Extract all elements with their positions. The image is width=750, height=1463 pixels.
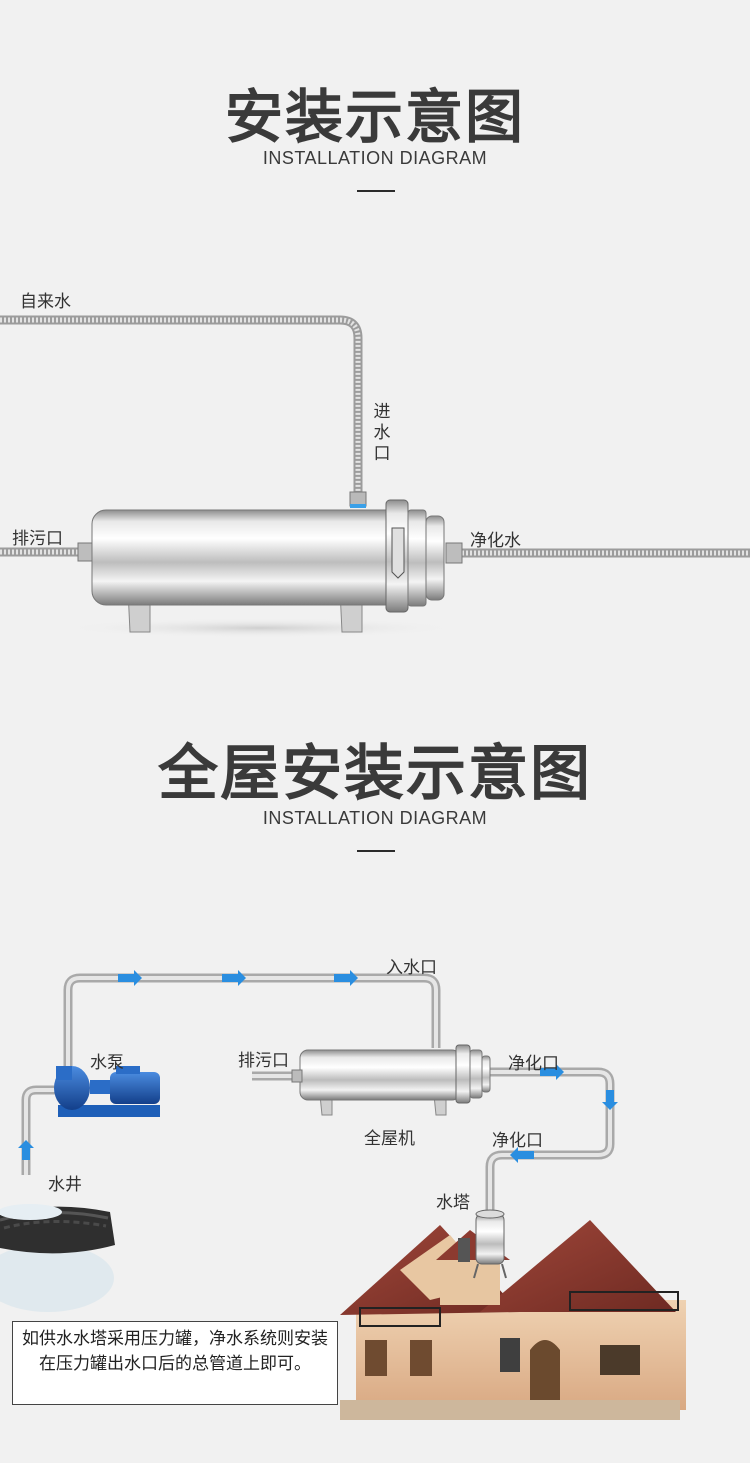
flow-arrows xyxy=(18,970,618,1163)
inlet-label: 进水口 xyxy=(373,402,391,464)
installation-note: 如供水水塔采用压力罐，净水系统则安装在压力罐出水口后的总管道上即可。 xyxy=(12,1321,338,1405)
section-title: 全屋安装示意图 xyxy=(158,739,592,809)
drain-label: 排污口 xyxy=(12,529,63,549)
flow-arrow xyxy=(222,970,246,986)
well xyxy=(0,1204,115,1312)
water-tower xyxy=(473,1209,507,1279)
section-subtitle: INSTALLATION DIAGRAM xyxy=(262,808,488,828)
filter-tank xyxy=(91,509,403,606)
inlet-label: 入水口 xyxy=(386,958,437,978)
purified-water-label: 净化水 xyxy=(470,531,521,551)
section-subtitle: INSTALLATION DIAGRAM xyxy=(262,148,488,168)
well-label: 水井 xyxy=(48,1175,82,1195)
filter-installation-diagram xyxy=(0,315,750,638)
flow-arrow xyxy=(510,1147,534,1163)
flow-arrow xyxy=(540,1064,564,1080)
machine-label: 全屋机 xyxy=(364,1129,415,1149)
flow-arrow xyxy=(118,970,142,986)
outlet-label: 净化口 xyxy=(508,1054,559,1074)
water-pump xyxy=(54,1066,160,1117)
outlet-label-2: 净化口 xyxy=(492,1131,543,1151)
whole-house-section: 全屋安装示意图 INSTALLATION DIAGRAM xyxy=(0,700,750,1463)
flow-arrow xyxy=(334,970,358,986)
drain-label: 排污口 xyxy=(238,1051,289,1071)
whole-house-diagram xyxy=(0,970,686,1420)
installation-section: 安装示意图 INSTALLATION DIAGRAM xyxy=(0,0,750,700)
pump-label: 水泵 xyxy=(90,1053,124,1073)
whole-house-filter xyxy=(291,1044,491,1116)
flow-arrow xyxy=(602,1090,618,1110)
title-divider xyxy=(357,190,395,192)
flow-arrow xyxy=(18,1140,34,1160)
water-tower-label: 水塔 xyxy=(436,1193,470,1213)
title-divider xyxy=(357,850,395,852)
inlet-hose xyxy=(0,315,363,500)
tap-water-label: 自来水 xyxy=(20,292,71,312)
section-title: 安装示意图 xyxy=(224,83,525,151)
house xyxy=(340,1220,686,1420)
